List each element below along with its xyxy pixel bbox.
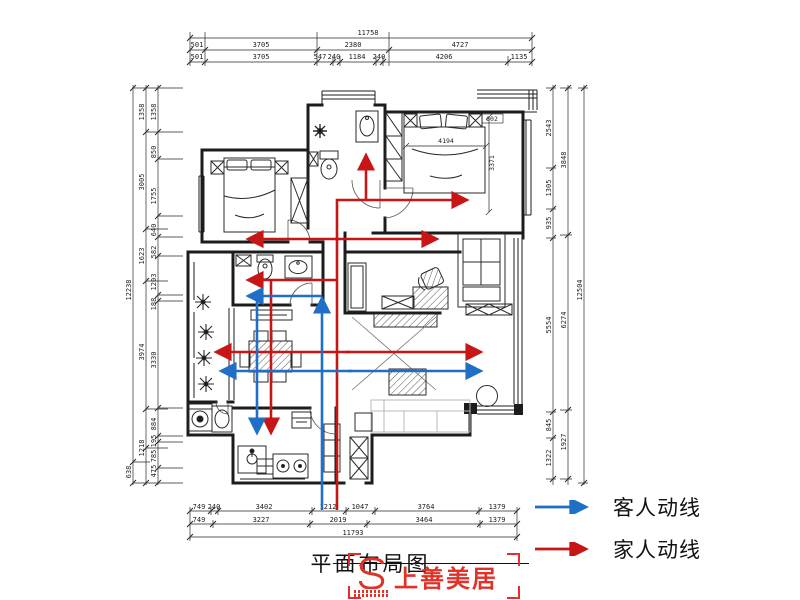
- svg-text:240: 240: [208, 503, 221, 511]
- svg-text:3848: 3848: [560, 152, 568, 169]
- foyer-cabinet: [349, 436, 369, 480]
- side-table: [354, 412, 373, 432]
- coffee-table: [388, 368, 427, 396]
- svg-text:3705: 3705: [253, 41, 270, 49]
- floor-plant: [476, 385, 498, 407]
- svg-text:3330: 3330: [150, 352, 158, 369]
- svg-text:240: 240: [373, 53, 386, 61]
- svg-text:1047: 1047: [352, 503, 369, 511]
- svg-text:1218: 1218: [138, 440, 146, 457]
- svg-text:6274: 6274: [560, 312, 568, 329]
- svg-text:1184: 1184: [349, 53, 366, 61]
- logo-corner-icon: [348, 586, 361, 599]
- svg-text:1358: 1358: [150, 104, 158, 121]
- bathroom1-fixtures: [308, 110, 379, 180]
- svg-text:1212: 1212: [320, 503, 337, 511]
- living-sofa: [370, 399, 471, 433]
- svg-text:749: 749: [193, 503, 206, 511]
- bathroom2-fixtures: [235, 254, 313, 280]
- svg-text:845: 845: [545, 419, 553, 432]
- legend-guest-row: 客人动线: [533, 486, 768, 528]
- svg-text:475: 475: [150, 465, 158, 478]
- svg-text:749: 749: [193, 516, 206, 524]
- family-arrow-icon: [535, 542, 589, 556]
- svg-text:240: 240: [328, 53, 341, 61]
- svg-text:582: 582: [150, 246, 158, 259]
- family-path-arrows: [213, 152, 484, 510]
- svg-text:4206: 4206: [436, 53, 453, 61]
- svg-text:3402: 3402: [256, 503, 273, 511]
- svg-text:5554: 5554: [545, 317, 553, 334]
- svg-text:1135: 1135: [511, 53, 528, 61]
- bedroom2-furniture: [385, 112, 493, 216]
- furniture: [188, 110, 513, 480]
- svg-text:3764: 3764: [418, 503, 435, 511]
- windows: [188, 89, 538, 485]
- svg-text:1358: 1358: [138, 104, 146, 121]
- svg-text:884: 884: [150, 418, 158, 431]
- svg-text:1322: 1322: [545, 450, 553, 467]
- title-underline: [333, 563, 529, 564]
- svg-text:195: 195: [150, 435, 158, 448]
- svg-text:12238: 12238: [125, 279, 133, 300]
- svg-text:2543: 2543: [545, 120, 553, 137]
- svg-text:501: 501: [191, 41, 204, 49]
- svg-text:1927: 1927: [560, 434, 568, 451]
- plan-labels: 4194 3371 602: [438, 113, 504, 171]
- legend-family-row: 家人动线: [533, 528, 768, 570]
- balcony-plants: [195, 294, 214, 392]
- svg-text:638: 638: [125, 466, 133, 479]
- dimension-text: 11758 501 3705 2380 4727 501 3705 547 24…: [125, 29, 584, 537]
- guest-path-arrows: [218, 286, 484, 510]
- dim-right-total: 12504: [576, 279, 584, 300]
- study-furniture: [347, 262, 449, 391]
- svg-text:1379: 1379: [489, 516, 506, 524]
- svg-text:501: 501: [191, 53, 204, 61]
- svg-text:785: 785: [150, 450, 158, 463]
- svg-text:3705: 3705: [253, 53, 270, 61]
- dimension-lines: [129, 32, 588, 541]
- logo-corner-icon: [507, 553, 520, 566]
- company-logo: 上善美居: [348, 553, 520, 599]
- logo-small-text: [354, 590, 388, 593]
- logo-s-icon: [358, 557, 385, 589]
- logo-small-text: [354, 594, 388, 597]
- svg-text:3464: 3464: [416, 516, 433, 524]
- svg-text:850: 850: [150, 146, 158, 159]
- label-bed-depth: 3371: [488, 155, 496, 171]
- window-seat: [457, 233, 513, 316]
- svg-text:3974: 3974: [138, 344, 146, 361]
- svg-text:1379: 1379: [489, 503, 506, 511]
- laundry-fixtures: [188, 403, 233, 433]
- svg-text:547: 547: [314, 53, 327, 61]
- logo-corner-icon: [507, 586, 520, 599]
- label-corner-mark: 602: [486, 115, 498, 123]
- svg-text:1203: 1203: [150, 274, 158, 291]
- svg-text:1755: 1755: [150, 188, 158, 205]
- svg-text:640: 640: [150, 224, 158, 237]
- circulation-legend: 客人动线 家人动线: [533, 486, 768, 570]
- svg-text:188: 188: [150, 298, 158, 311]
- svg-text:1623: 1623: [138, 248, 146, 265]
- svg-text:935: 935: [545, 217, 553, 230]
- dim-bottom-total: 11793: [342, 529, 363, 537]
- logo-company-name: 上善美居: [394, 566, 498, 593]
- svg-text:1305: 1305: [545, 180, 553, 197]
- legend-family-label: 家人动线: [613, 539, 701, 562]
- svg-text:3005: 3005: [138, 174, 146, 191]
- svg-text:4727: 4727: [452, 41, 469, 49]
- kitchen-fixtures: [237, 411, 341, 479]
- svg-text:2380: 2380: [345, 41, 362, 49]
- svg-text:2019: 2019: [330, 516, 347, 524]
- svg-text:3227: 3227: [253, 516, 270, 524]
- label-bed-width: 4194: [438, 137, 454, 145]
- guest-arrow-icon: [535, 500, 589, 514]
- legend-guest-label: 客人动线: [613, 497, 701, 520]
- dim-top-total: 11758: [357, 29, 378, 37]
- plan-title: 平面布局图: [310, 553, 431, 576]
- logo-corner-icon: [348, 553, 361, 566]
